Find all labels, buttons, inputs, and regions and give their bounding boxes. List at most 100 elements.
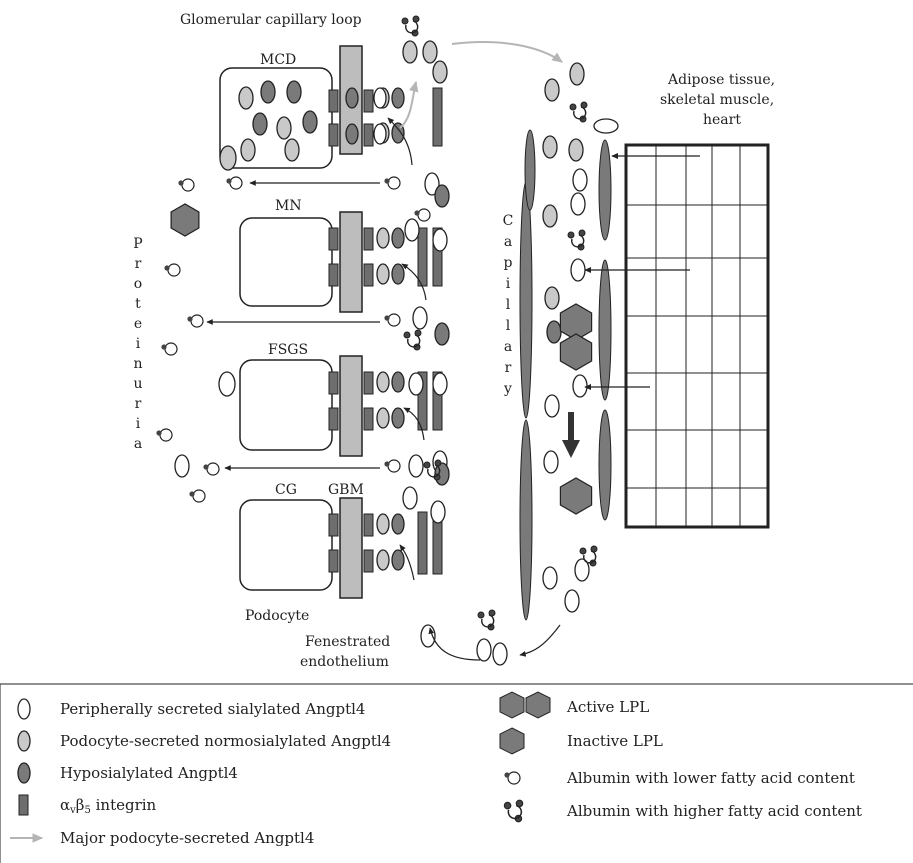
normosialylated-angptl4 [543,205,557,227]
legend-inactive-lpl: Inactive LPL [567,732,663,750]
lpl [560,334,591,370]
active-lpl-icon [500,692,550,718]
hyposialylated-angptl4 [392,514,404,534]
normosialylated-angptl4 [543,136,557,158]
proteinuria-letter: i [136,336,141,352]
hyposialylated-angptl4 [547,321,561,343]
normosialylated-angptl4 [239,87,253,109]
peripheral-angptl4 [477,639,491,661]
tissue-label-line1: Adipose tissue, [667,72,775,88]
legend-integrin: αvβ5 integrin [60,796,157,816]
normosialylated-angptl4 [377,408,389,428]
title-glomerular-capillary-loop: Glomerular capillary loop [180,12,362,28]
capillary-letter: r [505,360,512,376]
legend-hyposialylated: Hyposialylated Angptl4 [60,764,238,782]
albumin-high [404,330,421,350]
hyposialylated-angptl4 [287,81,301,103]
lpl [560,478,591,514]
capillary-letter: a [504,234,512,250]
albumin-low-icon [504,772,520,784]
label-cg: CG [275,482,297,498]
label-mcd: MCD [260,52,296,68]
capillary-letter: p [504,255,513,271]
capillary-letter: y [503,381,512,397]
legend-major: Major podocyte-secreted Angptl4 [60,829,314,847]
proteinuria-letter: r [135,256,142,272]
proteinuria-letter: u [133,376,142,392]
normosialylated-angptl4 [285,139,299,161]
hyposialylated-angptl4 [435,185,449,207]
peripheral-angptl4 [175,455,189,477]
normosialylated-angptl4 [423,41,437,63]
tissue-grid [626,145,768,527]
peripheral-angptl4 [433,373,447,395]
albumin-low [187,315,203,327]
normosialylated-angptl4 [377,264,389,284]
normosialylated-angptl4 [277,117,291,139]
normosialylated-angptl4 [377,514,389,534]
proteinuria-letter: i [136,416,141,432]
lpl-inactivation-arrow [562,412,580,458]
peripheral-angptl4 [571,193,585,215]
proteinuria-letter: e [134,316,142,332]
albumin-high [402,16,419,36]
proteinuria-letter: n [133,356,142,372]
normosialylated-angptl4 [569,139,583,161]
albumin-high-icon [504,800,522,822]
label-fenestrated: Fenestrated [305,634,390,650]
capillary-letter: C [503,213,514,229]
hyposialylated-angptl4 [253,113,267,135]
inactive-lpl-icon [500,728,524,754]
hyposialylated-angptl4-icon [18,763,30,783]
hyposialylated-angptl4 [392,372,404,392]
albumin-low [384,177,400,189]
albumin-low [178,179,194,191]
podocyte-cg [240,500,332,590]
peripheral-angptl4 [405,219,419,241]
integrin-icon [19,795,28,815]
peripheral-angptl4 [571,259,585,281]
capillary-letter: l [506,297,511,313]
albumin-low [384,314,400,326]
proteinuria-letter: o [134,276,142,292]
peripheral-angptl4 [403,487,417,509]
albumin-low [164,264,180,276]
legend-albumin-low: Albumin with lower fatty acid content [566,769,855,787]
albumin-high [570,102,587,122]
hyposialylated-angptl4 [392,88,404,108]
lpl [171,204,199,236]
albumin-high [568,230,585,250]
albumin-low [414,209,430,221]
hyposialylated-angptl4 [392,228,404,248]
peripheral-angptl4 [219,372,235,396]
capillary-letter: i [506,276,511,292]
albumin-low [384,460,400,472]
podocyte-fsgs [240,360,332,450]
peripheral-angptl4 [573,375,587,397]
peripheral-angptl4 [431,501,445,523]
tissue-label-line2: skeletal muscle, [660,92,774,108]
normosialylated-angptl4 [570,63,584,85]
label-fsgs: FSGS [268,342,308,358]
normosialylated-angptl4 [545,79,559,101]
gbm-bar [340,498,362,598]
proteinuria-letter: r [135,396,142,412]
albumin-high [478,610,495,630]
capillary-letter: a [504,339,512,355]
albumin-low [226,177,242,189]
peripheral-angptl4 [409,373,423,395]
peripheral-angptl4 [409,455,423,477]
peripheral-angptl4-icon [18,699,30,719]
peripheral-angptl4 [594,119,618,133]
peripheral-angptl4 [433,229,447,251]
peripheral-angptl4 [543,567,557,589]
capillary-walls [520,130,611,620]
hyposialylated-angptl4 [435,323,449,345]
hyposialylated-angptl4 [346,88,358,108]
normosialylated-angptl4 [220,146,236,170]
hyposialylated-angptl4 [346,124,358,144]
normosialylated-angptl4 [241,139,255,161]
normosialylated-angptl4 [377,550,389,570]
podocyte-mn [240,218,332,306]
